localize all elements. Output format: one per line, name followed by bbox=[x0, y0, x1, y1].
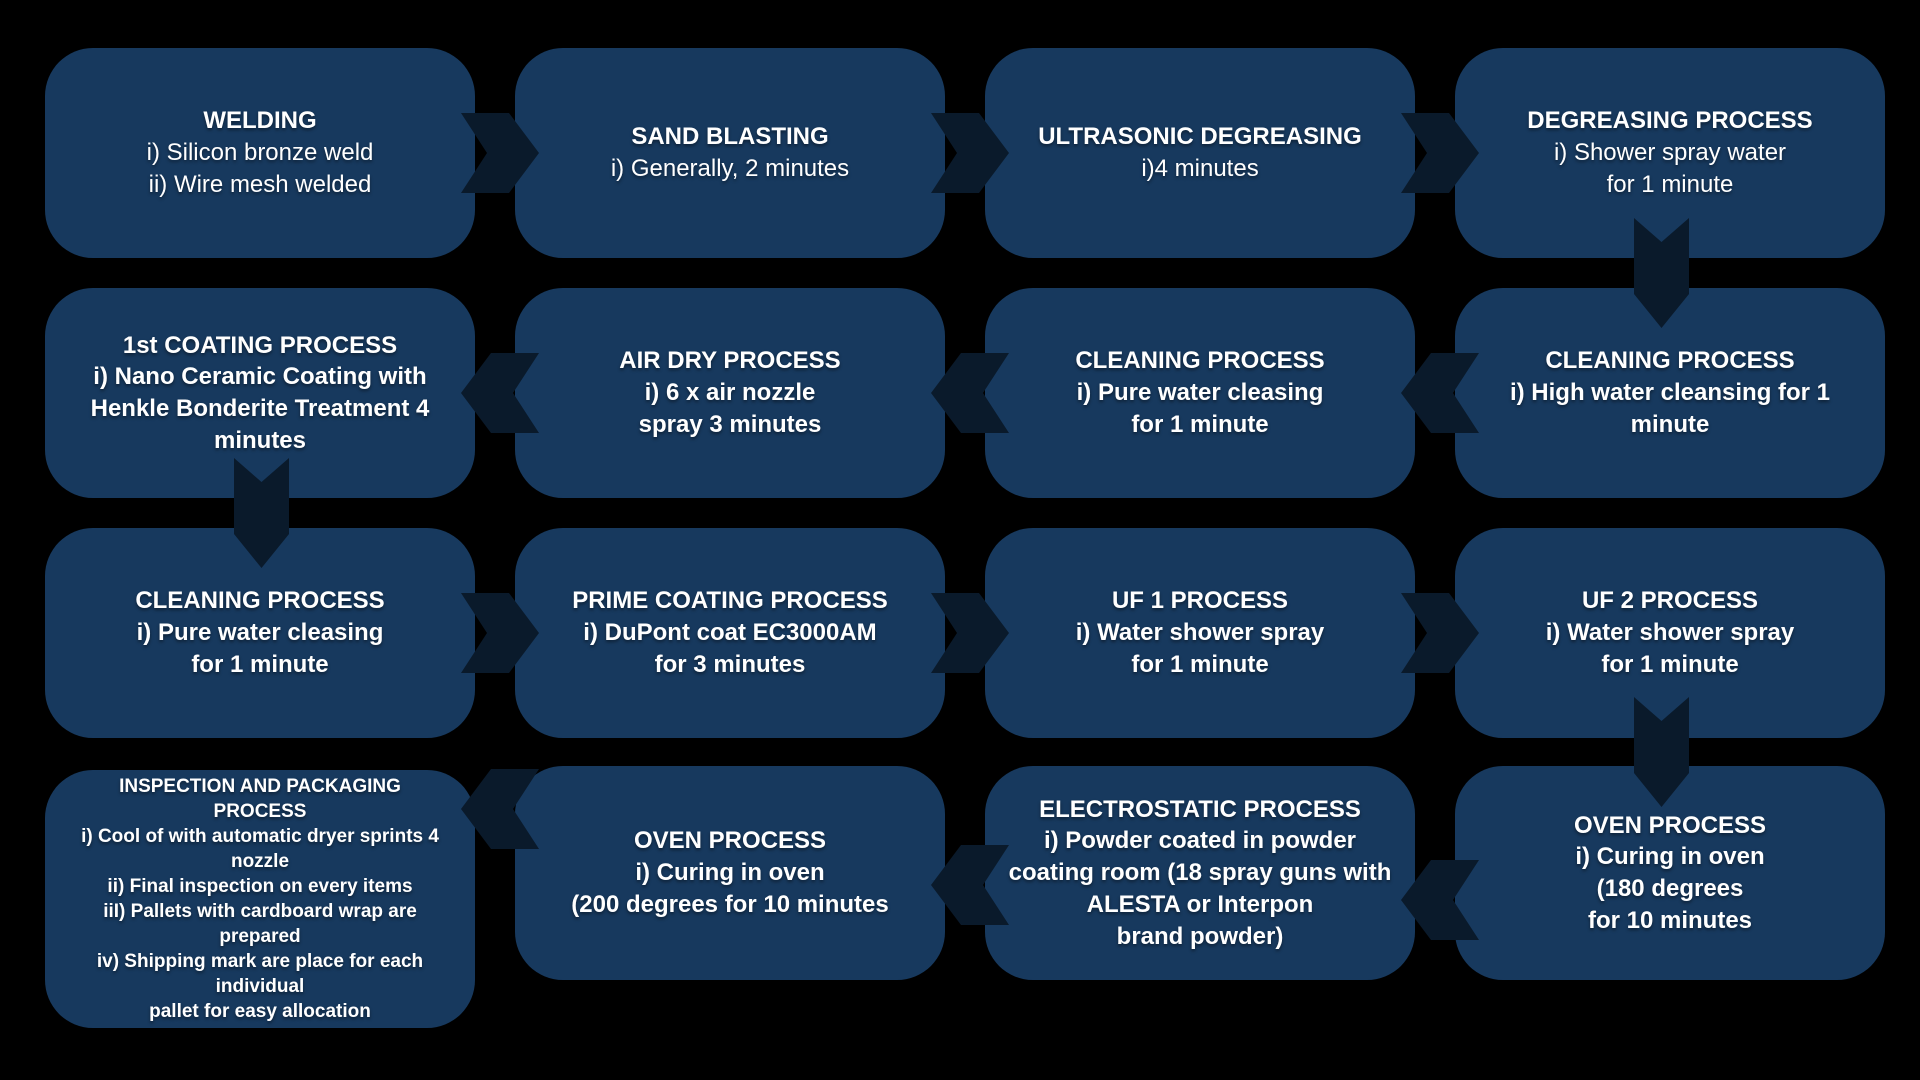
box-body: i) Pure water cleasing for 1 minute bbox=[1077, 377, 1324, 440]
process-box-oven-process-200: OVEN PROCESS i) Curing in oven (200 degre… bbox=[515, 766, 945, 980]
box-line: for 1 minute bbox=[191, 650, 329, 678]
box-title: ULTRASONIC DEGREASING bbox=[1038, 123, 1362, 151]
box-line: i) Water shower spray bbox=[1075, 619, 1325, 647]
box-body: i) Silicon bronze weld ii) Wire mesh weld… bbox=[147, 137, 374, 200]
process-box-first-coating-process: 1st COATING PROCESS i) Nano Ceramic Coat… bbox=[45, 288, 475, 498]
box-title: UF 1 PROCESS bbox=[1111, 587, 1289, 615]
box-line: i) DuPont coat EC3000AM bbox=[583, 619, 877, 647]
box-body: i) DuPont coat EC3000AM for 3 minutes bbox=[583, 617, 876, 680]
box-line: for 1 minute bbox=[1606, 170, 1734, 198]
box-line: for 1 minute bbox=[1601, 650, 1739, 678]
box-line: i) Silicon bronze weld bbox=[146, 139, 374, 167]
box-line: iv) Shipping mark are place for each ind… bbox=[96, 951, 424, 998]
box-body: i) Cool of with automatic dryer sprints … bbox=[67, 824, 453, 1025]
process-box-inspection-and-packaging: INSPECTION AND PACKAGING PROCESS i) Cool… bbox=[45, 770, 475, 1028]
box-line: i) Generally, 2 minutes bbox=[610, 155, 850, 182]
box-body: i) High water cleansing for 1 minute bbox=[1510, 377, 1830, 440]
flow-arrow-right-icon bbox=[1401, 113, 1479, 193]
box-body: i) Water shower spray for 1 minute bbox=[1546, 617, 1795, 680]
flow-arrow-left-icon bbox=[931, 845, 1009, 925]
box-line: for 10 minutes bbox=[1587, 906, 1753, 934]
flow-arrow-left-icon bbox=[931, 353, 1009, 433]
box-line: i) Nano Ceramic Coating with bbox=[93, 363, 427, 391]
box-body: i) Powder coated in powder coating room (… bbox=[1009, 825, 1392, 952]
flow-arrow-right-icon bbox=[931, 593, 1009, 673]
box-title: DEGREASING PROCESS bbox=[1527, 107, 1813, 135]
flow-arrow-left-icon bbox=[461, 769, 539, 849]
box-line: for 1 minute bbox=[1131, 410, 1269, 438]
box-line: Henkle Bonderite Treatment 4 bbox=[90, 395, 430, 422]
box-line: minutes bbox=[213, 426, 306, 454]
box-line: (200 degrees for 10 minutes bbox=[571, 890, 889, 918]
flow-arrow-left-icon bbox=[461, 353, 539, 433]
box-title: SAND BLASTING bbox=[631, 123, 829, 151]
box-body: i) Shower spray water for 1 minute bbox=[1554, 137, 1786, 200]
process-box-degreasing-process: DEGREASING PROCESS i) Shower spray water… bbox=[1455, 48, 1885, 258]
box-body: i) Generally, 2 minutes bbox=[611, 153, 849, 185]
box-title: CLEANING PROCESS bbox=[135, 587, 385, 615]
box-line: i) Pure water cleasing bbox=[136, 619, 384, 647]
box-body: i) 6 x air nozzle spray 3 minutes bbox=[639, 377, 822, 440]
process-box-electrostatic-process: ELECTROSTATIC PROCESS i) Powder coated i… bbox=[985, 766, 1415, 980]
process-box-uf-1-process: UF 1 PROCESS i) Water shower spray for 1 … bbox=[985, 528, 1415, 738]
box-title: CLEANING PROCESS bbox=[1545, 347, 1795, 375]
box-line: i) High water cleansing for 1 bbox=[1509, 379, 1831, 407]
flow-arrow-right-icon bbox=[931, 113, 1009, 193]
box-body: i) Curing in oven (200 degrees for 10 min… bbox=[571, 857, 888, 920]
box-line: for 1 minute bbox=[1131, 650, 1269, 678]
box-title: UF 2 PROCESS bbox=[1581, 587, 1759, 615]
box-title: INSPECTION AND PACKAGING PROCESS bbox=[119, 775, 401, 822]
flow-arrow-right-icon bbox=[461, 593, 539, 673]
box-title: ELECTROSTATIC PROCESS bbox=[1039, 795, 1361, 823]
box-title: 1st COATING PROCESS bbox=[122, 331, 398, 359]
box-line: iiI) Pallets with cardboard wrap are pre… bbox=[103, 901, 417, 948]
process-box-welding: WELDING i) Silicon bronze weld ii) Wire m… bbox=[45, 48, 475, 258]
process-box-ultrasonic-degreasing: ULTRASONIC DEGREASING i)4 minutes bbox=[985, 48, 1415, 258]
process-box-cleaning-high-water: CLEANING PROCESS i) High water cleansing… bbox=[1455, 288, 1885, 498]
box-title: OVEN PROCESS bbox=[633, 827, 827, 855]
process-box-oven-process-180: OVEN PROCESS i) Curing in oven (180 degre… bbox=[1455, 766, 1885, 980]
box-line: ii) Wire mesh welded bbox=[148, 170, 372, 198]
process-box-prime-coating-process: PRIME COATING PROCESS i) DuPont coat EC3… bbox=[515, 528, 945, 738]
box-line: i) Curing in oven bbox=[635, 859, 825, 887]
box-line: i) Water shower spray bbox=[1545, 619, 1795, 647]
box-body: i) Curing in oven (180 degrees for 10 minu… bbox=[1575, 841, 1764, 936]
box-title: WELDING bbox=[203, 107, 317, 135]
box-line: brand powder) bbox=[1116, 922, 1284, 950]
box-line: i) Pure water cleasing bbox=[1076, 379, 1324, 407]
process-box-cleaning-pure-water-1: CLEANING PROCESS i) Pure water cleasing f… bbox=[985, 288, 1415, 498]
flow-arrow-down-icon bbox=[1634, 697, 1689, 807]
flow-arrow-right-icon bbox=[1401, 593, 1479, 673]
box-line: spray 3 minutes bbox=[638, 410, 822, 438]
process-box-uf-2-process: UF 2 PROCESS i) Water shower spray for 1 … bbox=[1455, 528, 1885, 738]
box-title: OVEN PROCESS bbox=[1573, 811, 1767, 839]
box-body: i) Pure water cleasing for 1 minute bbox=[137, 617, 384, 680]
box-line: i) Cool of with automatic dryer sprints … bbox=[81, 825, 439, 872]
flow-arrow-left-icon bbox=[1401, 353, 1479, 433]
flow-arrow-down-icon bbox=[1634, 218, 1689, 328]
box-body: i) Water shower spray for 1 minute bbox=[1076, 617, 1325, 680]
box-line: coating room (18 spray guns with bbox=[1008, 859, 1392, 887]
flow-arrow-left-icon bbox=[1401, 860, 1479, 940]
box-line: minute bbox=[1630, 410, 1710, 438]
process-box-sand-blasting: SAND BLASTING i) Generally, 2 minutes bbox=[515, 48, 945, 258]
box-line: ii) Final inspection on every items bbox=[107, 875, 413, 897]
box-line: i) Curing in oven bbox=[1575, 843, 1765, 871]
box-line: i) Shower spray water bbox=[1553, 139, 1787, 167]
box-line: ALESTA or Interpon bbox=[1086, 890, 1314, 918]
box-line: pallet for easy allocation bbox=[149, 1001, 371, 1023]
box-title: AIR DRY PROCESS bbox=[619, 347, 841, 375]
flow-arrow-down-icon bbox=[234, 458, 289, 568]
box-title: PRIME COATING PROCESS bbox=[572, 587, 888, 615]
flow-arrow-right-icon bbox=[461, 113, 539, 193]
box-line: for 3 minutes bbox=[654, 650, 806, 678]
box-line: i)4 minutes bbox=[1141, 155, 1259, 182]
box-line: i) Powder coated in powder bbox=[1043, 827, 1357, 855]
box-body: i)4 minutes bbox=[1141, 153, 1258, 185]
box-line: i) 6 x air nozzle bbox=[644, 379, 816, 407]
box-line: (180 degrees bbox=[1596, 875, 1744, 902]
process-box-air-dry-process: AIR DRY PROCESS i) 6 x air nozzle spray 3… bbox=[515, 288, 945, 498]
box-title: CLEANING PROCESS bbox=[1075, 347, 1325, 375]
